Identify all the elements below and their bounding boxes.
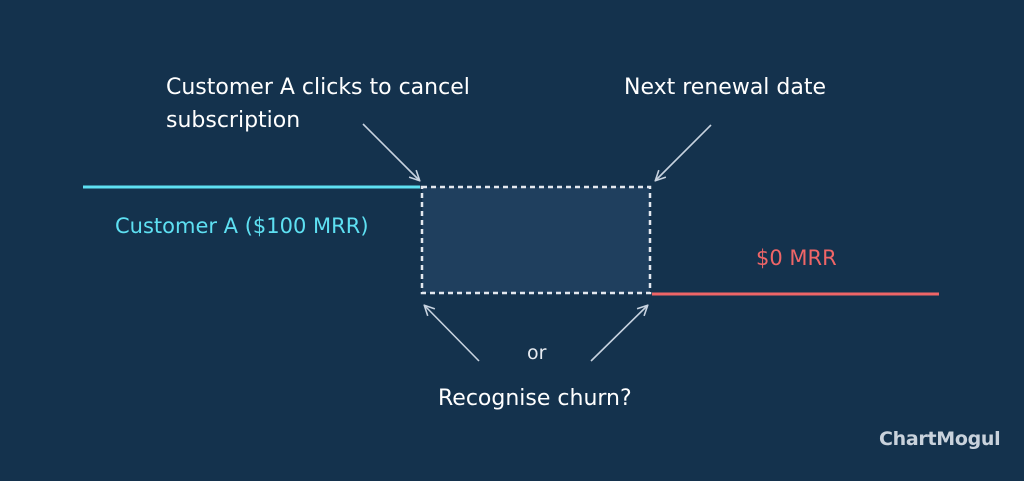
- cancel-annotation: Customer A clicks to cancel subscription: [166, 74, 470, 134]
- zero-mrr-label: $0 MRR: [756, 246, 837, 270]
- arrow-to-cancel-option: [425, 306, 480, 362]
- arrow-to-renewal-point: [656, 124, 712, 180]
- arrow-to-renewal-option: [590, 306, 647, 362]
- or-label: or: [527, 342, 547, 364]
- cancel-annotation-line-1: Customer A clicks to cancel: [166, 75, 470, 100]
- cancellation-pending-box: [420, 185, 652, 295]
- arrow-to-cancel-point: [362, 123, 419, 180]
- renewal-annotation: Next renewal date: [624, 75, 827, 100]
- customer-a-mrr-label: Customer A ($100 MRR): [115, 214, 369, 238]
- cancel-annotation-line-2: subscription: [166, 107, 301, 133]
- recognise-churn-question: Recognise churn?: [438, 386, 632, 411]
- chartmogul-logo: ChartMogul: [879, 428, 1001, 450]
